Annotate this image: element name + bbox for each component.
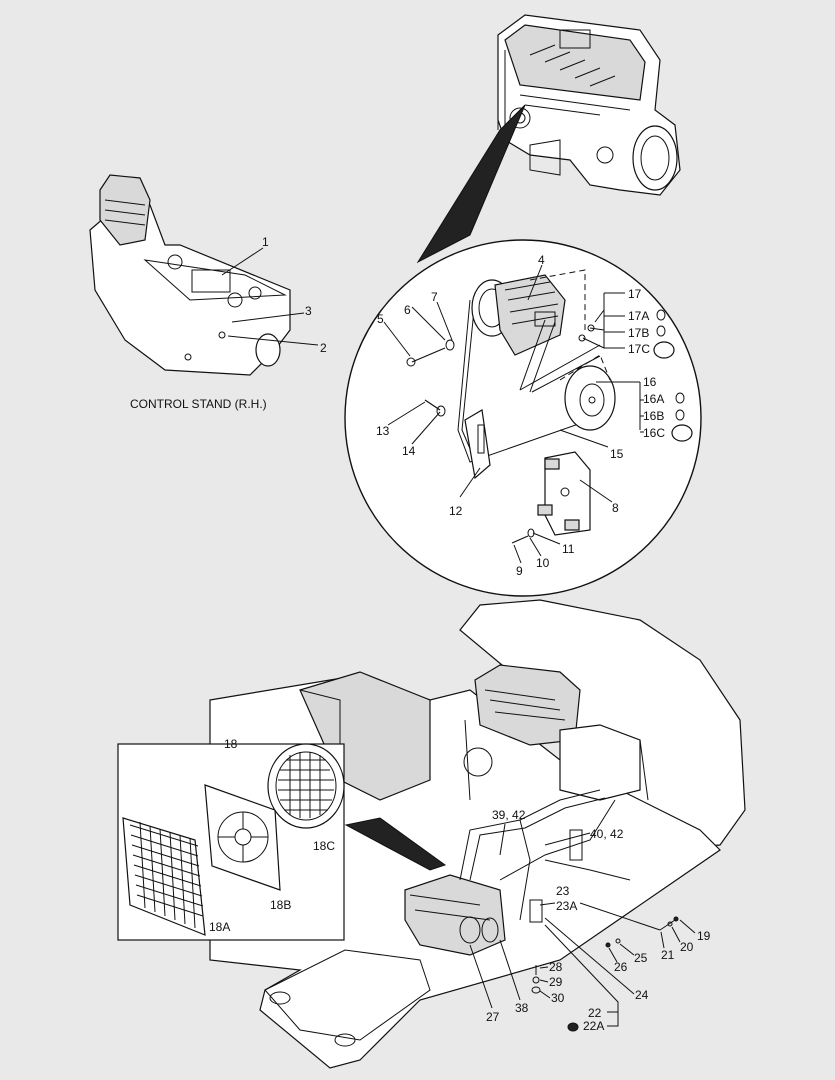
callout-25: 25 <box>634 951 648 965</box>
fan-guard-illustration <box>267 743 345 829</box>
detail-pointer <box>416 104 526 264</box>
callout-1: 1 <box>262 235 269 249</box>
callout-18b: 18B <box>270 898 291 912</box>
detail-pointer-2 <box>344 817 447 871</box>
callout-5: 5 <box>377 312 384 326</box>
callout-17: 17 <box>628 287 642 301</box>
callout-38: 38 <box>515 1001 529 1015</box>
callout-19: 19 <box>697 929 711 943</box>
callout-17a: 17A <box>628 309 649 323</box>
callout-22a: 22A <box>583 1019 604 1033</box>
ac-compressor-illustration <box>406 269 616 544</box>
callout-21: 21 <box>661 948 675 962</box>
callout-16c: 16C <box>643 426 665 440</box>
callout-17b: 17B <box>628 326 649 340</box>
control-stand-illustration <box>89 174 291 376</box>
callout-16b: 16B <box>643 409 664 423</box>
control-stand-caption: CONTROL STAND (R.H.) <box>130 397 267 411</box>
callout-40-42: 40, 42 <box>590 827 624 841</box>
fan-shroud-illustration <box>204 784 281 891</box>
detail-callouts: 4 6 7 5 13 14 12 15 8 11 10 9 17 17A 17B… <box>376 253 665 578</box>
callout-39-42: 39, 42 <box>492 808 526 822</box>
callout-9: 9 <box>516 564 523 578</box>
callout-18a: 18A <box>209 920 230 934</box>
callout-13: 13 <box>376 424 390 438</box>
callout-18: 18 <box>224 737 238 751</box>
callout-10: 10 <box>536 556 550 570</box>
callout-12: 12 <box>449 504 463 518</box>
condenser-illustration <box>122 817 206 936</box>
callout-17c: 17C <box>628 342 650 356</box>
engine-illustration <box>497 14 681 196</box>
callout-22: 22 <box>588 1006 602 1020</box>
callout-16a: 16A <box>643 392 664 406</box>
callout-30: 30 <box>551 991 565 1005</box>
callout-23a: 23A <box>556 899 577 913</box>
callout-16: 16 <box>643 375 657 389</box>
callout-11: 11 <box>562 542 575 556</box>
callout-4: 4 <box>538 253 545 267</box>
control-stand-callouts: 1 3 2 <box>221 235 327 355</box>
callout-15: 15 <box>610 447 624 461</box>
machine-callouts: 39, 42 40, 42 23 23A 19 20 21 25 26 24 2… <box>469 808 711 1033</box>
callout-6: 6 <box>404 303 411 317</box>
callout-28: 28 <box>549 960 563 974</box>
callout-2: 2 <box>320 341 327 355</box>
callout-26: 26 <box>614 960 628 974</box>
callout-24: 24 <box>635 988 649 1002</box>
fitting-parts <box>653 309 693 442</box>
callout-23: 23 <box>556 884 570 898</box>
callout-18c: 18C <box>313 839 335 853</box>
callout-8: 8 <box>612 501 619 515</box>
callout-20: 20 <box>680 940 694 954</box>
callout-3: 3 <box>305 304 312 318</box>
callout-14: 14 <box>402 444 416 458</box>
callout-29: 29 <box>549 975 563 989</box>
callout-7: 7 <box>431 290 438 304</box>
callout-27: 27 <box>486 1010 500 1024</box>
